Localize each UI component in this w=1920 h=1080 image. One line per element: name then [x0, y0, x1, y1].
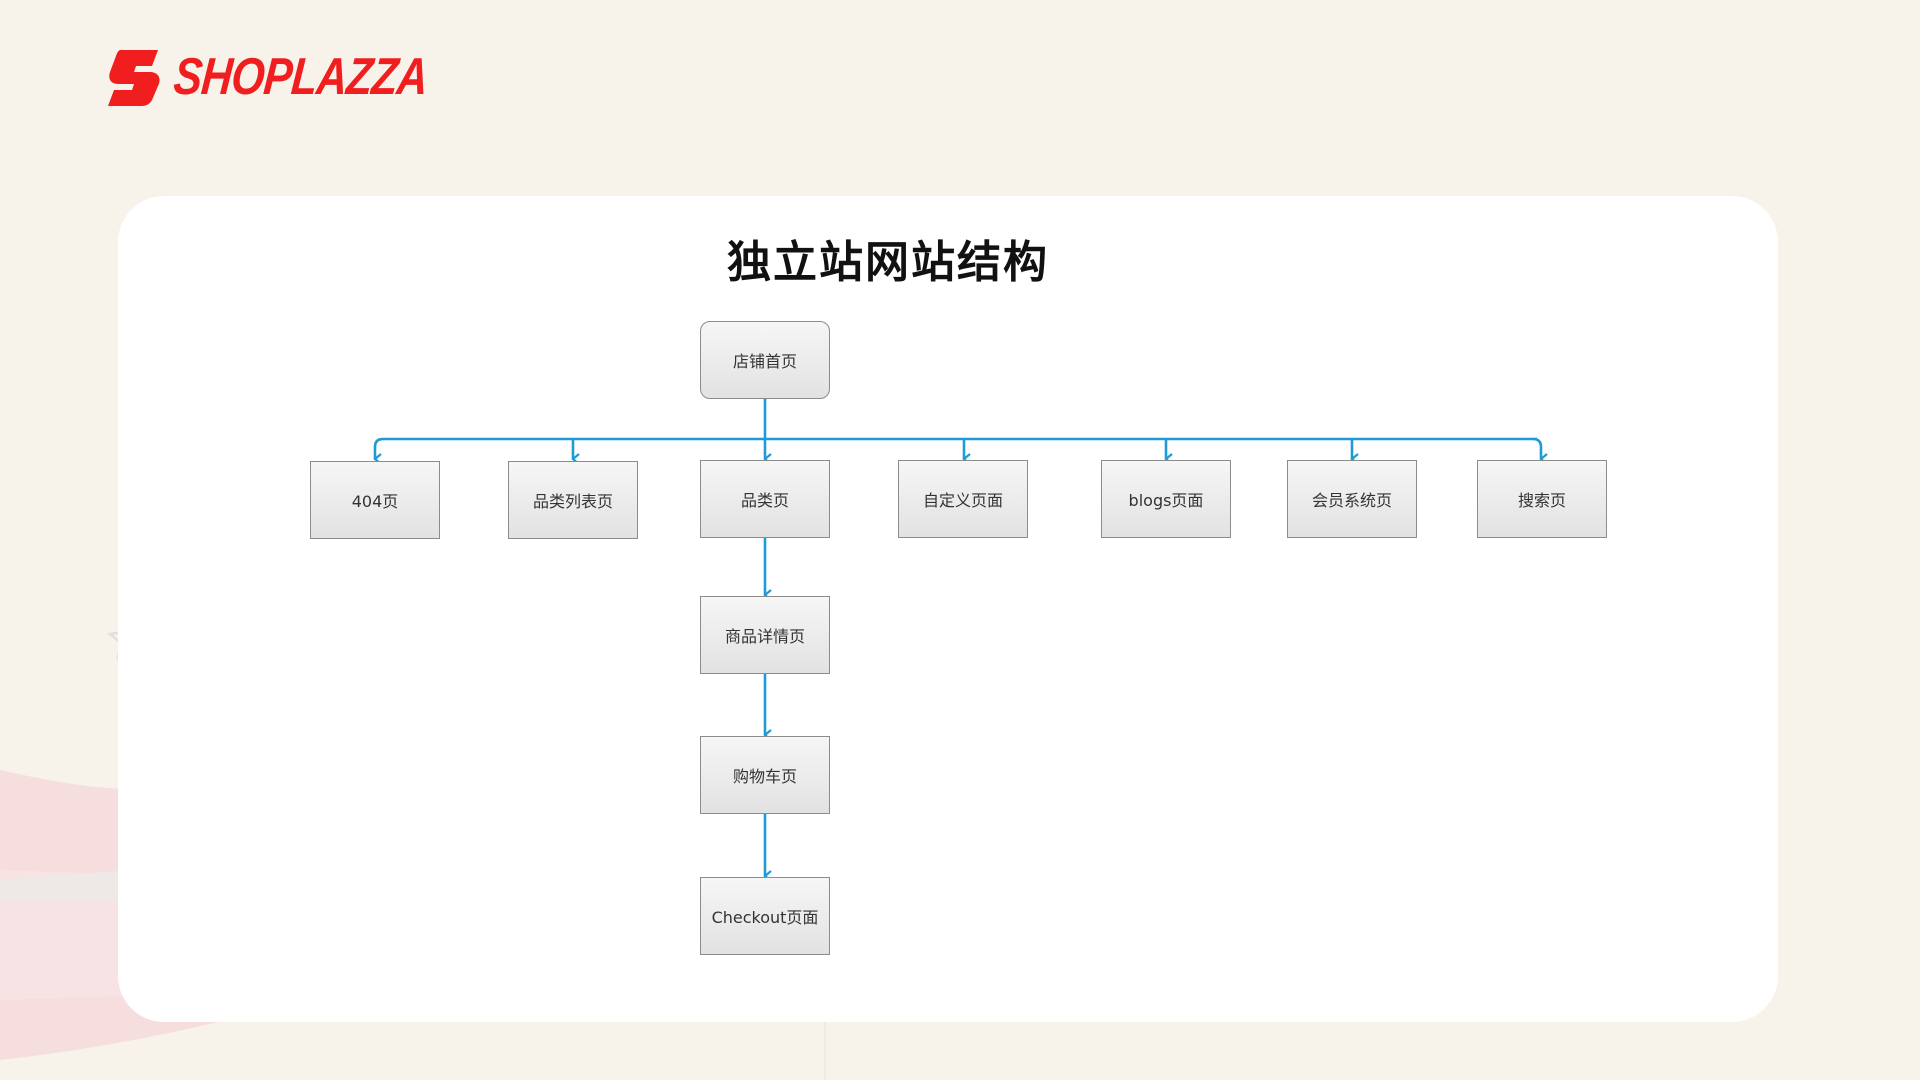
shoplazza-s-icon [108, 50, 160, 106]
node-category-list-page[interactable]: 品类列表页 [508, 461, 638, 539]
content-card [118, 196, 1778, 1022]
edge-root-search [1532, 437, 1548, 465]
node-cart-page[interactable]: 购物车页 [700, 736, 830, 814]
node-category-page[interactable]: 品类页 [700, 460, 830, 538]
node-product-detail-page[interactable]: 商品详情页 [700, 596, 830, 674]
node-custom-page[interactable]: 自定义页面 [898, 460, 1028, 538]
node-checkout-page[interactable]: Checkout页面 [700, 877, 830, 955]
node-member-system-page[interactable]: 会员系统页 [1287, 460, 1417, 538]
edge-root-404 [373, 437, 384, 465]
node-blogs-page[interactable]: blogs页面 [1101, 460, 1231, 538]
diagram-title: 独立站网站结构 [727, 237, 1049, 288]
node-store-home[interactable]: 店铺首页 [700, 321, 830, 399]
node-404-page[interactable]: 404页 [310, 461, 440, 539]
shoplazza-logo[interactable]: SHOPLAZZA [106, 46, 483, 108]
node-search-page[interactable]: 搜索页 [1477, 460, 1607, 538]
